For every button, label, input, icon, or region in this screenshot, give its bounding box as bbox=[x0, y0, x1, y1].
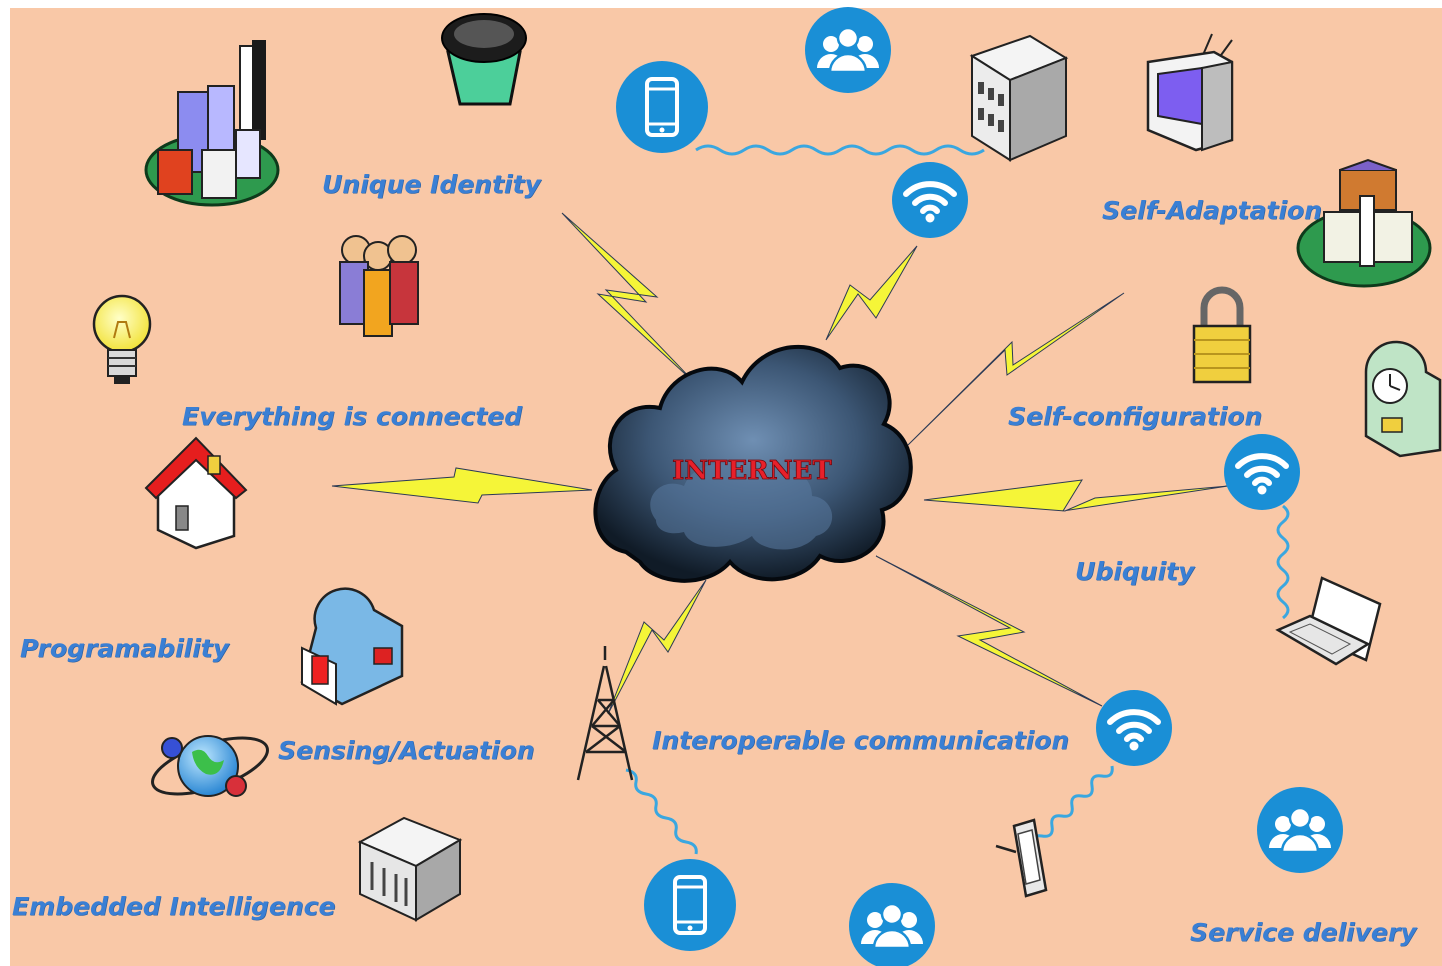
wireless-links bbox=[625, 144, 1290, 855]
label-service-delivery: Service delivery bbox=[1190, 918, 1417, 947]
link-tower-phone bbox=[625, 768, 698, 855]
link-wifi-laptop bbox=[1276, 504, 1290, 620]
label-programability: Programability bbox=[20, 634, 229, 663]
label-ubiquity: Ubiquity bbox=[1075, 557, 1195, 586]
radio-tower-icon bbox=[576, 646, 634, 781]
laptop-icon bbox=[1275, 576, 1382, 666]
bolt-upper-mid bbox=[825, 245, 918, 341]
internet-cloud: INTERNET bbox=[593, 344, 913, 583]
label-unique-identity: Unique Identity bbox=[322, 170, 541, 199]
center-label: INTERNET bbox=[672, 456, 832, 486]
label-interoperable-communication: Interoperable communication bbox=[652, 726, 1070, 755]
television-icon bbox=[1146, 33, 1234, 152]
wifi-icon bbox=[1224, 434, 1300, 510]
clock-icon bbox=[1364, 340, 1442, 458]
smartphone-icon bbox=[642, 857, 738, 953]
label-sensing-actuation: Sensing/Actuation bbox=[278, 736, 535, 765]
bank-building-icon bbox=[357, 816, 463, 922]
office-building-icon bbox=[969, 34, 1069, 162]
smartphone-icon bbox=[614, 59, 710, 155]
cloud-highlight bbox=[650, 464, 833, 550]
bolt-lower-right bbox=[875, 555, 1103, 707]
link-phone-wifi-top bbox=[695, 144, 985, 156]
wifi-icon bbox=[892, 162, 968, 238]
users-group-icon bbox=[847, 881, 937, 966]
people-group-icon bbox=[339, 235, 419, 337]
handheld-device-icon bbox=[995, 818, 1048, 898]
light-bulb-icon bbox=[92, 294, 152, 384]
users-group-icon bbox=[803, 5, 893, 95]
church-building-icon bbox=[1296, 158, 1432, 288]
bolt-lower-mid bbox=[607, 579, 707, 715]
label-embedded-intelligence: Embedded Intelligence bbox=[12, 892, 336, 921]
mailbox-icon bbox=[300, 587, 404, 706]
city-buildings-icon bbox=[144, 40, 280, 207]
house-icon bbox=[144, 436, 248, 550]
globe-orbit-icon bbox=[151, 735, 269, 797]
bolt-left bbox=[331, 467, 593, 504]
wifi-icon bbox=[1096, 690, 1172, 766]
label-everything-connected: Everything is connected bbox=[182, 402, 522, 431]
padlock-icon bbox=[1192, 286, 1252, 384]
label-self-configuration: Self-configuration bbox=[1008, 402, 1263, 431]
users-group-icon bbox=[1255, 785, 1345, 875]
label-self-adaptation: Self-Adaptation bbox=[1102, 196, 1322, 225]
trash-bin-icon bbox=[441, 13, 527, 106]
link-wifi-handheld bbox=[1030, 765, 1114, 847]
